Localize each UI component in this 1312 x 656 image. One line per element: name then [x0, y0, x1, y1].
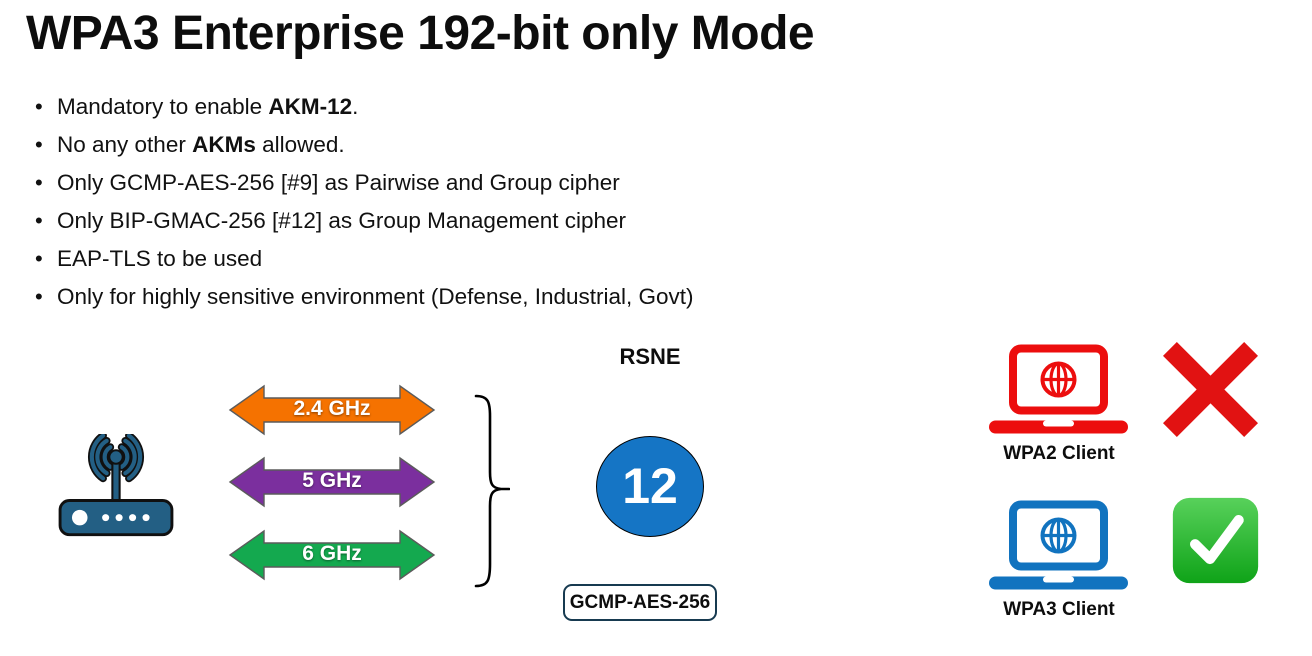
cipher-box: GCMP-AES-256	[563, 584, 717, 621]
double-arrow-icon	[228, 456, 436, 508]
akm-number: 12	[622, 457, 678, 514]
wpa3-laptop-globe-icon	[989, 500, 1128, 590]
band-arrow-6-ghz: 6 GHz	[228, 528, 436, 582]
wpa3-client-label: WPA3 Client	[1003, 599, 1115, 620]
bullet-list: Mandatory to enable AKM-12.No any other …	[30, 88, 694, 316]
bullet-item: Mandatory to enable AKM-12.	[30, 88, 694, 126]
wifi-router-icon	[58, 434, 174, 537]
bullet-item: Only for highly sensitive environment (D…	[30, 278, 694, 316]
double-arrow-icon	[228, 384, 436, 436]
cipher-box-label: GCMP-AES-256	[569, 591, 711, 613]
bullet-item: EAP-TLS to be used	[30, 240, 694, 278]
band-label: 5 GHz	[302, 469, 362, 492]
bullet-item: No any other AKMs allowed.	[30, 126, 694, 164]
band-label: 6 GHz	[302, 542, 362, 565]
band-arrow-5-ghz: 5 GHz	[228, 455, 436, 509]
cross-mark-icon	[1163, 342, 1258, 437]
bullet-item: Only GCMP-AES-256 [#9] as Pairwise and G…	[30, 164, 694, 202]
wpa2-laptop-globe-icon	[989, 344, 1128, 434]
akm-12-circle: 12	[596, 436, 704, 537]
wpa2-client-label: WPA2 Client	[1003, 443, 1115, 464]
band-arrow-2.4-ghz: 2.4 GHz	[228, 383, 436, 437]
band-label: 2.4 GHz	[293, 397, 371, 420]
check-mark-icon	[1172, 497, 1259, 584]
curly-brace	[474, 394, 510, 588]
page-title: WPA3 Enterprise 192-bit only Mode	[26, 7, 815, 60]
bullet-item: Only BIP-GMAC-256 [#12] as Group Managem…	[30, 202, 694, 240]
rsne-label: RSNE	[619, 344, 681, 369]
double-arrow-icon	[228, 529, 436, 581]
